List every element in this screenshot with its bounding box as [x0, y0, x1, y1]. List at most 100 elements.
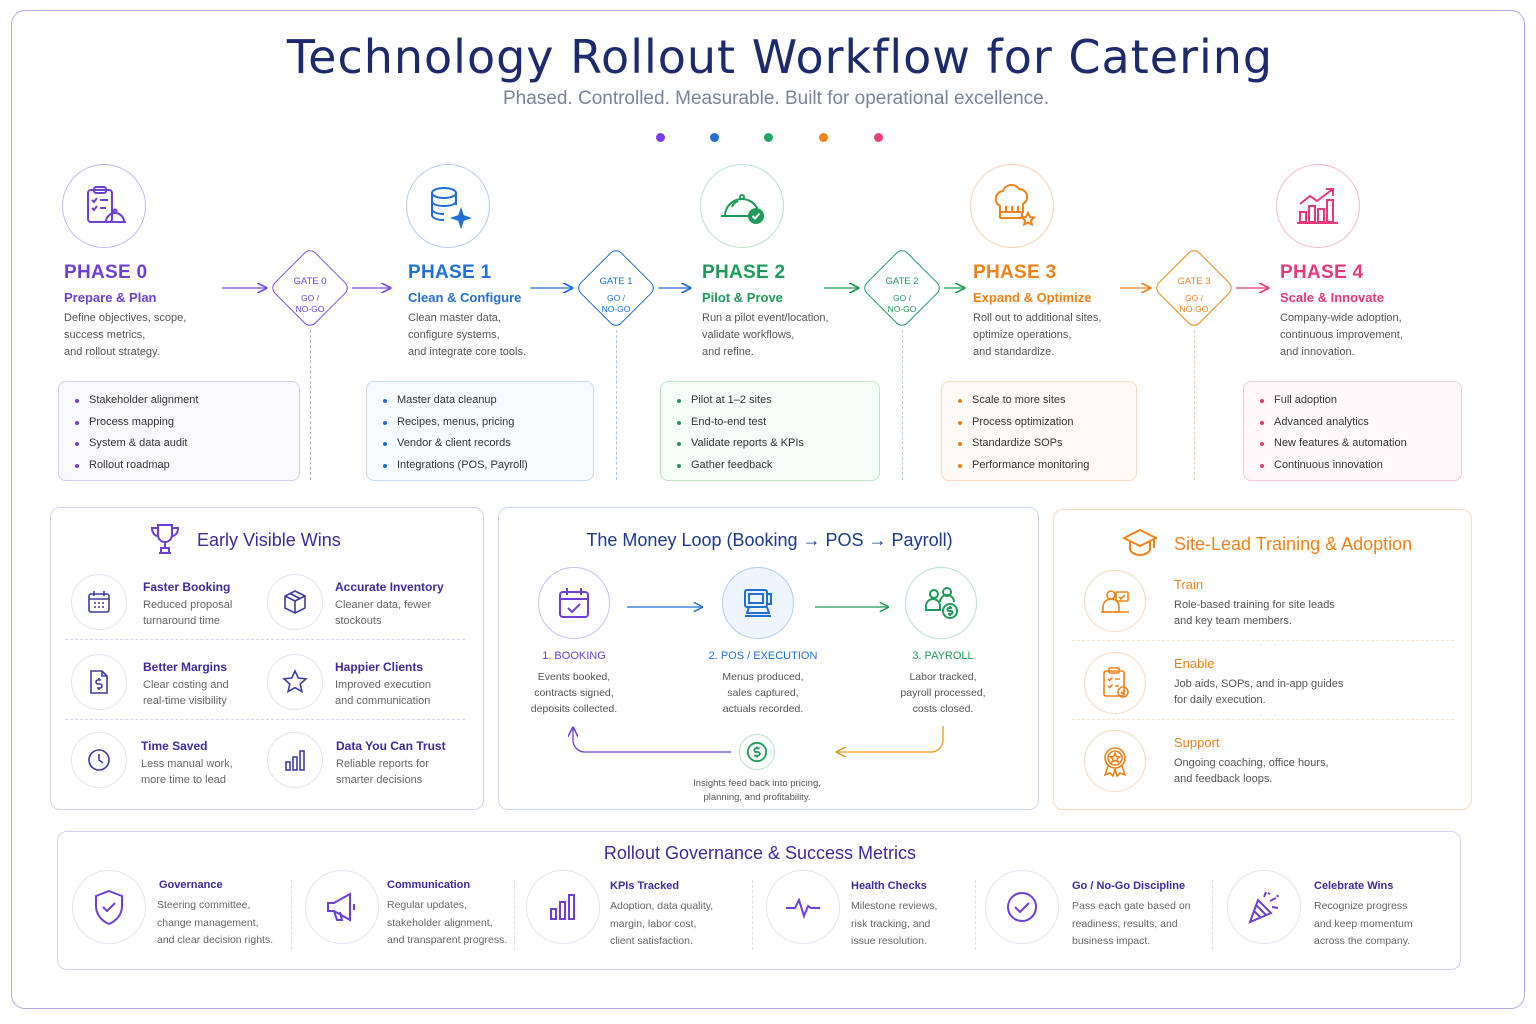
checklist-clipboard-icon	[1084, 652, 1146, 714]
money-loop-title: The Money Loop (Booking → POS → Payroll)	[586, 530, 953, 550]
divider	[1072, 640, 1454, 641]
gate-nogo: NO-GO	[887, 304, 917, 314]
money-loop-panel: The Money Loop (Booking → POS → Payroll)…	[498, 507, 1039, 810]
gate-3-connector	[1194, 330, 1195, 480]
gate-label: GATE 0	[293, 276, 327, 287]
governance-title: Rollout Governance & Success Metrics	[603, 843, 917, 863]
gate-diamond	[574, 246, 658, 330]
loop-step-desc: Menus produced,sales captured,actuals re…	[722, 671, 804, 715]
phase-4-title: PHASE 4	[1280, 262, 1364, 283]
list-item: Full adoption	[1258, 390, 1447, 412]
divider	[752, 880, 753, 950]
gate-2: GATE 2 GO / NO-GO	[860, 246, 944, 330]
phase-3-description: Roll out to additional sites, optimize o…	[973, 310, 1101, 361]
gate-label: GATE 1	[599, 276, 633, 287]
trainer-icon	[1084, 570, 1146, 632]
team-dollar-icon	[905, 567, 977, 639]
loop-arrows	[499, 508, 944, 811]
gate-nogo: NO-GO	[601, 304, 631, 314]
training-item-desc: Ongoing coaching, office hours,and feedb…	[1174, 757, 1329, 785]
dollar-circle-icon	[739, 734, 775, 770]
loop-step-desc: Events booked,contracts signed,deposits …	[530, 671, 618, 715]
clock-icon	[71, 732, 127, 788]
list-item: New features & automation	[1258, 433, 1447, 455]
list-item: End-to-end test	[675, 412, 865, 434]
gate-diamond	[1152, 246, 1236, 330]
gate-2-connector	[902, 330, 903, 480]
chef-hat-star-icon	[970, 164, 1054, 248]
list-item: Advanced analytics	[1258, 412, 1447, 434]
page-frame	[11, 10, 1525, 1009]
bar-chart-icon	[267, 732, 323, 788]
desc-line: Clean master data,	[408, 312, 501, 324]
desc-line: and innovation.	[1280, 346, 1355, 358]
dot	[656, 133, 665, 142]
phase-0-checklist: Stakeholder alignment Process mapping Sy…	[58, 381, 300, 481]
win-title: Time Saved	[141, 739, 208, 753]
phase-2-subtitle: Pilot & Prove	[702, 290, 783, 305]
phase-4-checklist: Full adoption Advanced analytics New fea…	[1243, 381, 1462, 481]
list-item: Rollout roadmap	[73, 455, 285, 477]
desc-line: optimize operations,	[973, 329, 1072, 341]
desc-line: success metrics,	[64, 329, 146, 341]
divider	[65, 719, 465, 720]
divider	[291, 880, 292, 950]
win-title: Accurate Inventory	[335, 580, 444, 594]
governance-item-title: Health Checks	[851, 880, 927, 892]
desc-line: Roll out to additional sites,	[973, 312, 1102, 324]
dot	[710, 133, 719, 142]
phase-2-checklist: Pilot at 1–2 sites End-to-end test Valid…	[660, 381, 880, 481]
training-item-title: Train	[1174, 577, 1204, 592]
gate-diamond	[860, 246, 944, 330]
database-sparkle-icon	[406, 164, 490, 248]
dollar-document-icon	[71, 654, 127, 710]
win-title: Better Margins	[143, 660, 228, 674]
gate-nogo: NO-GO	[1179, 304, 1209, 314]
loop-step-title: 3. PAYROLL	[912, 650, 974, 662]
win-title: Faster Booking	[143, 580, 231, 594]
gate-3: GATE 3 GO / NO-GO	[1152, 246, 1236, 330]
bar-chart-icon	[526, 870, 600, 944]
win-desc: Less manual work,more time to lead	[141, 758, 233, 786]
gate-go: GO /	[1185, 293, 1203, 303]
loop-step-desc: Labor tracked,payroll processed,costs cl…	[900, 671, 986, 715]
star-icon	[267, 654, 323, 710]
calendar-check-icon	[538, 567, 610, 639]
award-badge-icon	[1084, 730, 1146, 792]
phase-0-description: Define objectives, scope, success metric…	[64, 310, 186, 361]
desc-line: configure systems,	[408, 329, 500, 341]
desc-line: Company-wide adoption,	[1280, 312, 1402, 324]
list-item: Standardize SOPs	[956, 433, 1122, 455]
cloche-check-icon	[700, 164, 784, 248]
governance-item-desc: Adoption, data quality,margin, labor cos…	[610, 900, 714, 947]
phase-1-description: Clean master data, configure systems, an…	[408, 310, 526, 361]
page-title: Technology Rollout Workflow for Catering	[286, 30, 1274, 84]
list-item: Pilot at 1–2 sites	[675, 390, 865, 412]
dot	[764, 133, 773, 142]
desc-line: and refine.	[702, 346, 754, 358]
list-item: Recipes, menus, pricing	[381, 412, 579, 434]
gate-label: GATE 3	[1177, 276, 1211, 287]
desc-line: and standardize.	[973, 346, 1055, 358]
page-subtitle: Phased. Controlled. Measurable. Built fo…	[502, 88, 1050, 109]
phase-4-subtitle: Scale & Innovate	[1280, 290, 1385, 305]
early-wins-title: Early Visible Wins	[197, 530, 341, 550]
list-item: Scale to more sites	[956, 390, 1122, 412]
gate-go: GO /	[893, 293, 911, 303]
governance-item-desc: Regular updates,stakeholder alignment,an…	[387, 899, 508, 946]
desc-line: and integrate core tools.	[408, 346, 527, 358]
phase-3-subtitle: Expand & Optimize	[973, 290, 1092, 305]
gate-0: GATE 0 GO / NO-GO	[268, 246, 352, 330]
win-title: Data You Can Trust	[336, 739, 446, 753]
list-item: Validate reports & KPIs	[675, 433, 865, 455]
gate-go: GO /	[301, 293, 319, 303]
party-popper-icon	[1227, 870, 1301, 944]
box-icon	[267, 574, 323, 630]
phase-3-title: PHASE 3	[973, 262, 1057, 283]
